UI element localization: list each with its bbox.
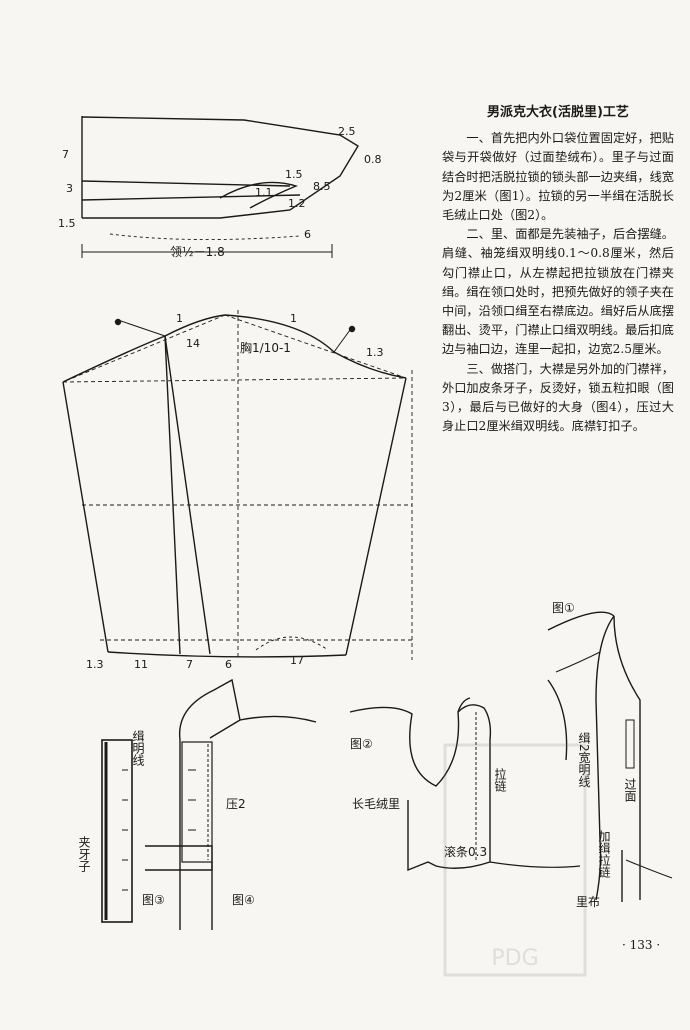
collar-pattern [81,116,359,258]
sleeve-labels: 1 14 1 1.3 1.3 11 7 6 17 胸1/10-1 [86,312,384,671]
svg-text:11: 11 [134,658,148,671]
article-title: 男派克大衣(活脱里)工艺 [487,105,629,120]
svg-text:里布: 里布 [576,895,600,909]
fig2-drawing [349,697,581,872]
svg-text:图③: 图③ [142,893,165,907]
svg-text:滚条0.3: 滚条0.3 [444,844,487,859]
svg-text:1.1: 1.1 [255,186,273,199]
svg-text:加缉拉链: 加缉拉链 [597,830,611,878]
svg-text:夹牙子: 夹牙子 [77,836,91,872]
sleeve-pattern [62,310,413,660]
svg-text:压2: 压2 [226,797,246,811]
svg-text:7: 7 [62,148,69,161]
svg-text:图②: 图② [350,737,373,751]
svg-text:7: 7 [186,658,193,671]
svg-text:17: 17 [290,654,304,667]
svg-text:1: 1 [290,312,297,325]
svg-text:胸1/10-1: 胸1/10-1 [240,340,291,355]
svg-text:1.2: 1.2 [288,197,306,210]
figure-labels: 图① 缉2宽明线 过面 加缉拉链 里布 图② 拉链 长毛绒里 滚条0.3 图③ … [77,601,637,909]
paragraph-1: 一、首先把内外口袋位置固定好，把贴袋与开袋做好（过面垫绒布）。里子与过面结合时把… [442,131,674,223]
paragraph-3: 三、做搭门，大襟是另外加的门襟袢，外口加皮条牙子，反烫好，锁五粒扣眼（图3），最… [442,361,674,434]
fig3-drawing [101,739,133,923]
fig1-drawing [547,611,673,902]
svg-text:领½－1.8: 领½－1.8 [170,245,225,259]
svg-text:6: 6 [304,228,311,241]
fig4-drawing [145,678,317,930]
article-text: 男派克大衣(活脱里)工艺 一、首先把内外口袋位置固定好，把贴袋与开袋做好（过面垫… [442,103,674,436]
svg-text:2.5: 2.5 [338,125,356,138]
svg-text:6: 6 [225,658,232,671]
page-number: · 133 · [622,938,661,952]
watermark-seal: PDG [443,743,587,977]
svg-text:3: 3 [66,182,73,195]
svg-text:1.3: 1.3 [366,346,384,359]
svg-text:图④: 图④ [232,893,255,907]
svg-text:1.5: 1.5 [285,168,303,181]
svg-text:14: 14 [186,337,200,350]
svg-text:长毛绒里: 长毛绒里 [352,797,400,811]
svg-text:1: 1 [176,312,183,325]
svg-text:拉链: 拉链 [493,767,507,792]
svg-text:1.3: 1.3 [86,658,104,671]
svg-text:1.5: 1.5 [58,217,76,230]
svg-text:8.5: 8.5 [313,180,331,193]
svg-text:缉明线: 缉明线 [131,730,145,766]
svg-text:过面: 过面 [623,778,637,802]
svg-text:0.8: 0.8 [364,153,382,166]
paragraph-2: 二、里、面都是先装袖子，后合摆缝。肩缝、袖笼缉双明线0.1～0.8厘米，然后勾门… [442,227,674,357]
svg-text:缉2宽明线: 缉2宽明线 [577,732,591,788]
collar-labels: 2.5 0.8 7 1.5 8.5 1.1 1.2 3 1.5 6 领½－1.8 [58,125,382,259]
svg-text:图①: 图① [552,601,575,615]
watermark-text: PDG [491,946,538,971]
